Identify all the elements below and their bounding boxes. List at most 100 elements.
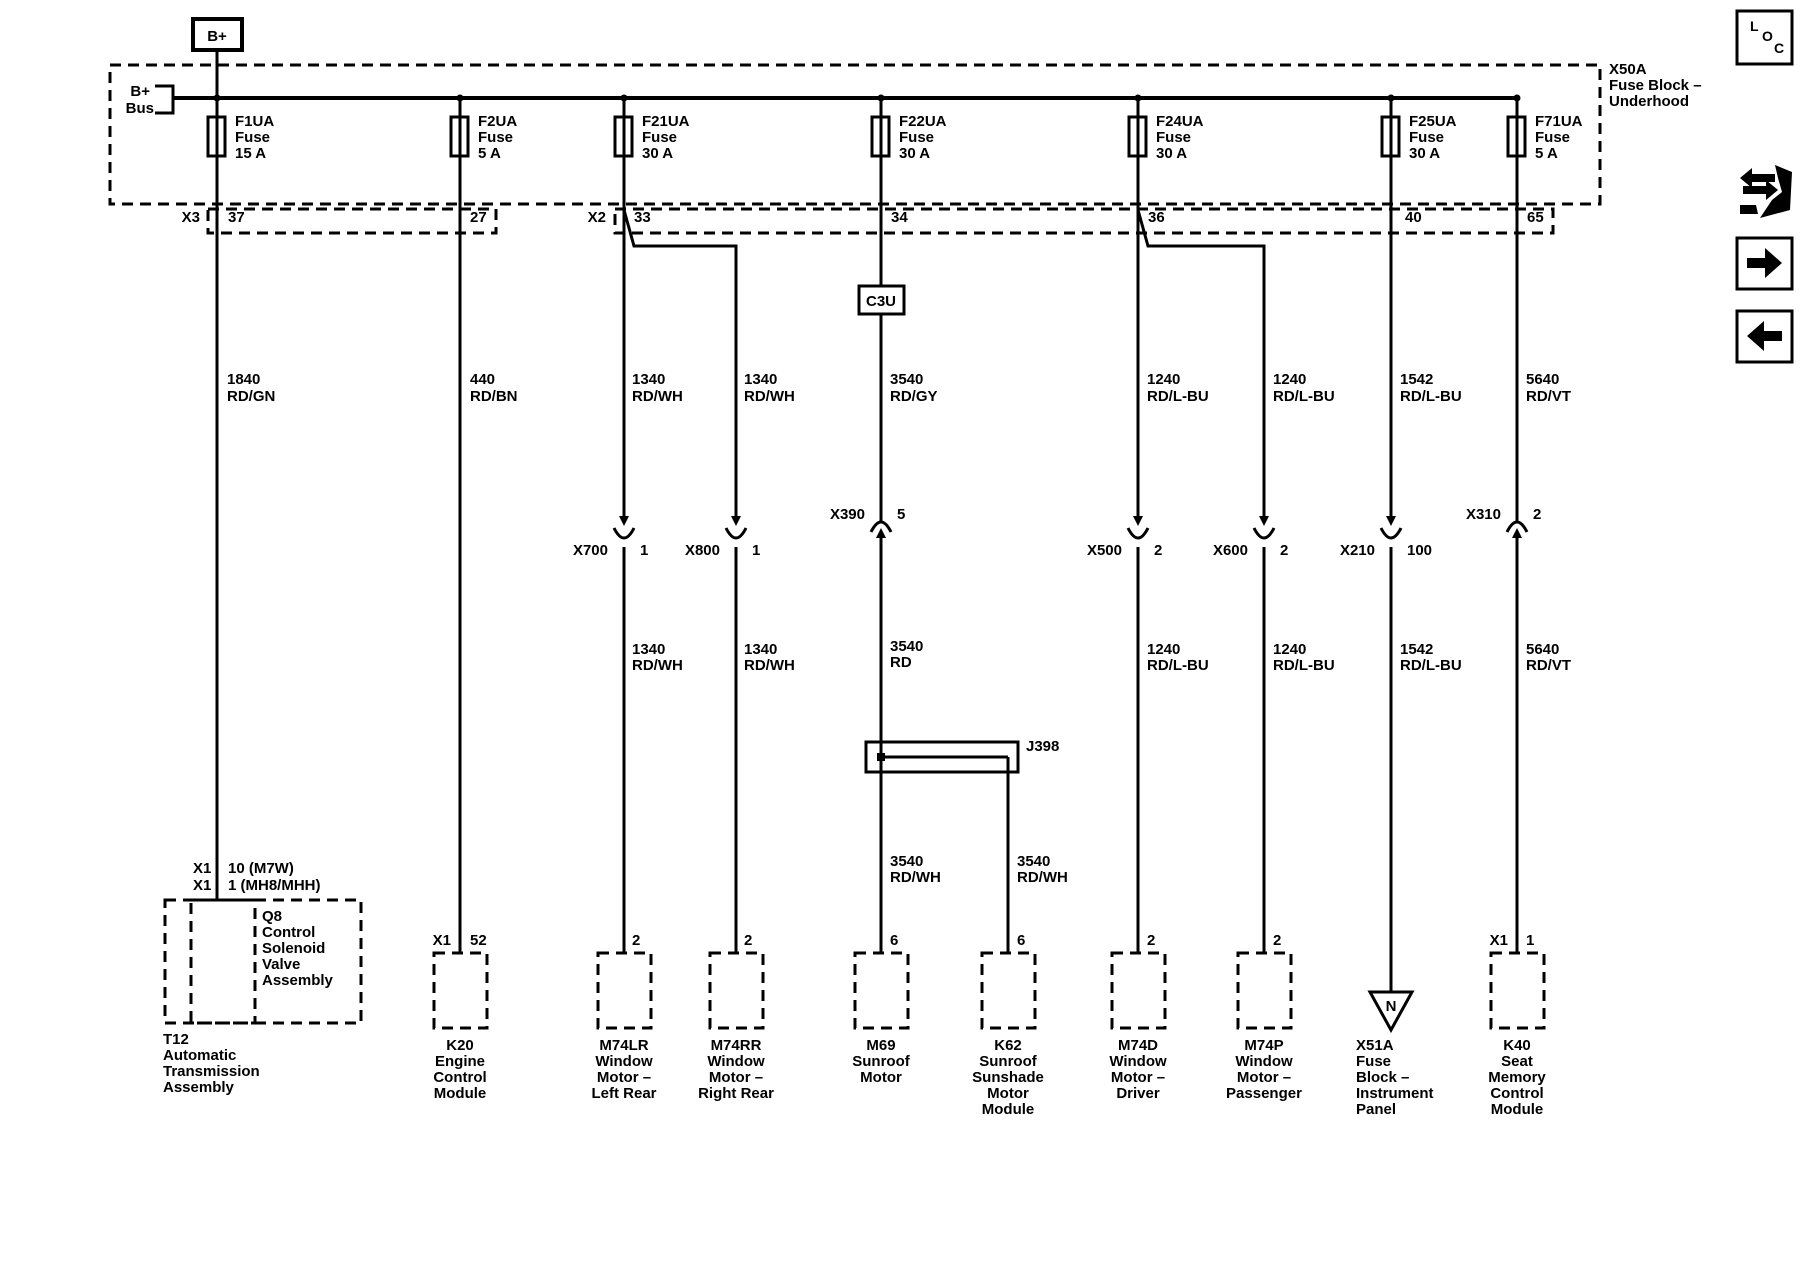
- svg-text:X51A: X51A: [1356, 1037, 1394, 1054]
- svg-text:X700: X700: [573, 542, 608, 559]
- svg-text:5 A: 5 A: [1535, 145, 1558, 162]
- svg-text:K20: K20: [446, 1037, 474, 1054]
- component-k20: X1 52 K20 Engine Control Module: [432, 932, 489, 1102]
- svg-text:RD/L-BU: RD/L-BU: [1400, 388, 1462, 405]
- svg-text:1340: 1340: [744, 641, 777, 658]
- previous-page-button[interactable]: [1735, 309, 1794, 364]
- svg-text:F1UA: F1UA: [235, 113, 274, 130]
- component-t12-label: T12 Automatic Transmission Assembly: [163, 1031, 260, 1096]
- arrow-right-icon: [1747, 248, 1782, 278]
- svg-text:Motor –: Motor –: [1111, 1069, 1165, 1086]
- svg-text:1840: 1840: [227, 371, 260, 388]
- svg-text:2: 2: [1273, 932, 1281, 949]
- svg-text:5640: 5640: [1526, 641, 1559, 658]
- svg-text:30 A: 30 A: [642, 145, 673, 162]
- svg-text:1240: 1240: [1273, 371, 1306, 388]
- battery-supply: B+: [191, 17, 244, 52]
- svg-text:1542: 1542: [1400, 371, 1433, 388]
- svg-text:RD/WH: RD/WH: [890, 869, 941, 886]
- svg-text:Window: Window: [595, 1053, 653, 1070]
- component-m74lr: 2 M74LR Window Motor – Left Rear: [591, 932, 656, 1102]
- svg-text:Fuse: Fuse: [642, 129, 677, 146]
- fuse-f25ua: F25UA Fuse 30 A: [1380, 94, 1457, 162]
- svg-text:X500: X500: [1087, 542, 1122, 559]
- svg-text:Panel: Panel: [1356, 1101, 1396, 1118]
- svg-text:1: 1: [752, 542, 760, 559]
- next-page-button[interactable]: [1735, 236, 1794, 291]
- connector-x3: X3 37 27: [182, 207, 498, 235]
- svg-text:Passenger: Passenger: [1226, 1085, 1302, 1102]
- svg-text:X600: X600: [1213, 542, 1248, 559]
- component-x51a-label: X51A Fuse Block – Instrument Panel: [1356, 1037, 1434, 1118]
- svg-text:3540: 3540: [890, 371, 923, 388]
- component-q8-label: Q8 Control Solenoid Valve Assembly: [262, 908, 334, 989]
- svg-text:X50A: X50A: [1609, 61, 1647, 78]
- svg-text:3540: 3540: [890, 853, 923, 870]
- inline-connectors: X700 1 X800 1 X390 5 X500 2 X600 2: [573, 506, 1541, 559]
- location-button[interactable]: L O C: [1735, 9, 1794, 66]
- svg-text:RD/VT: RD/VT: [1526, 657, 1571, 674]
- component-m74p: 2 M74P Window Motor – Passenger: [1226, 932, 1302, 1102]
- svg-text:Automatic: Automatic: [163, 1047, 236, 1064]
- fuse-f71ua: F71UA Fuse 5 A: [1506, 94, 1583, 162]
- fuse-block-label: X50A Fuse Block – Underhood: [1609, 61, 1702, 110]
- svg-text:RD/WH: RD/WH: [632, 657, 683, 674]
- connector-end-view-button[interactable]: [1740, 165, 1792, 218]
- svg-text:5: 5: [897, 506, 905, 523]
- svg-text:1 (MH8/MHH): 1 (MH8/MHH): [228, 877, 321, 894]
- svg-text:Transmission: Transmission: [163, 1063, 260, 1080]
- inline-connector-x800: X800 1: [685, 516, 760, 559]
- svg-text:RD/L-BU: RD/L-BU: [1273, 388, 1335, 405]
- component-m74d-label: M74D Window Motor – Driver: [1109, 1037, 1167, 1102]
- svg-text:RD/L-BU: RD/L-BU: [1147, 388, 1209, 405]
- svg-text:Assembly: Assembly: [262, 972, 334, 989]
- svg-text:Driver: Driver: [1116, 1085, 1160, 1102]
- svg-text:RD/WH: RD/WH: [744, 657, 795, 674]
- fuse-f22ua: F22UA Fuse 30 A: [870, 94, 947, 162]
- svg-text:2: 2: [1154, 542, 1162, 559]
- svg-text:1240: 1240: [1273, 641, 1306, 658]
- location-letter-c: C: [1774, 40, 1784, 56]
- svg-text:Right Rear: Right Rear: [698, 1085, 774, 1102]
- svg-text:36: 36: [1148, 209, 1165, 226]
- svg-text:X1: X1: [193, 860, 211, 877]
- component-m74rr: 2 M74RR Window Motor – Right Rear: [698, 932, 774, 1102]
- splice-j398: J398: [864, 700, 1059, 953]
- svg-text:65: 65: [1527, 209, 1544, 226]
- svg-text:Motor –: Motor –: [709, 1069, 763, 1086]
- component-m69-label: M69 Sunroof Motor: [852, 1037, 910, 1086]
- svg-text:1340: 1340: [744, 371, 777, 388]
- svg-text:3540: 3540: [890, 638, 923, 655]
- svg-text:Module: Module: [1491, 1101, 1544, 1118]
- svg-text:Block –: Block –: [1356, 1069, 1409, 1086]
- svg-text:2: 2: [1147, 932, 1155, 949]
- component-m74d: 2 M74D Window Motor – Driver: [1109, 932, 1167, 1102]
- svg-text:Module: Module: [434, 1085, 487, 1102]
- svg-text:F25UA: F25UA: [1409, 113, 1457, 130]
- battery-supply-label: B+: [207, 28, 227, 45]
- svg-text:1: 1: [640, 542, 648, 559]
- svg-text:N: N: [1386, 998, 1397, 1015]
- wire-runs: [215, 156, 1519, 995]
- lower-wire-labels: 1340 RD/WH 1340 RD/WH 3540 RD 1240 RD/L-…: [632, 638, 1571, 674]
- svg-text:40: 40: [1405, 209, 1422, 226]
- bus-bracket: B+ Bus: [126, 83, 175, 117]
- inline-connector-x390: X390 5: [830, 506, 905, 538]
- fuse-f24ua: F24UA Fuse 30 A: [1127, 94, 1204, 162]
- svg-text:3540: 3540: [1017, 853, 1050, 870]
- svg-text:RD/GY: RD/GY: [890, 388, 938, 405]
- svg-text:X1: X1: [433, 932, 451, 949]
- svg-text:M74D: M74D: [1118, 1037, 1158, 1054]
- svg-text:Window: Window: [1235, 1053, 1293, 1070]
- svg-text:2: 2: [632, 932, 640, 949]
- svg-text:Fuse: Fuse: [1156, 129, 1191, 146]
- svg-text:RD/WH: RD/WH: [632, 388, 683, 405]
- svg-text:X310: X310: [1466, 506, 1501, 523]
- svg-text:30 A: 30 A: [899, 145, 930, 162]
- fuse-f2ua: F2UA Fuse 5 A: [449, 94, 517, 162]
- svg-text:F24UA: F24UA: [1156, 113, 1204, 130]
- svg-text:440: 440: [470, 371, 495, 388]
- svg-text:1: 1: [1526, 932, 1534, 949]
- svg-text:Underhood: Underhood: [1609, 93, 1689, 110]
- bus-label-line2: Bus: [126, 100, 154, 117]
